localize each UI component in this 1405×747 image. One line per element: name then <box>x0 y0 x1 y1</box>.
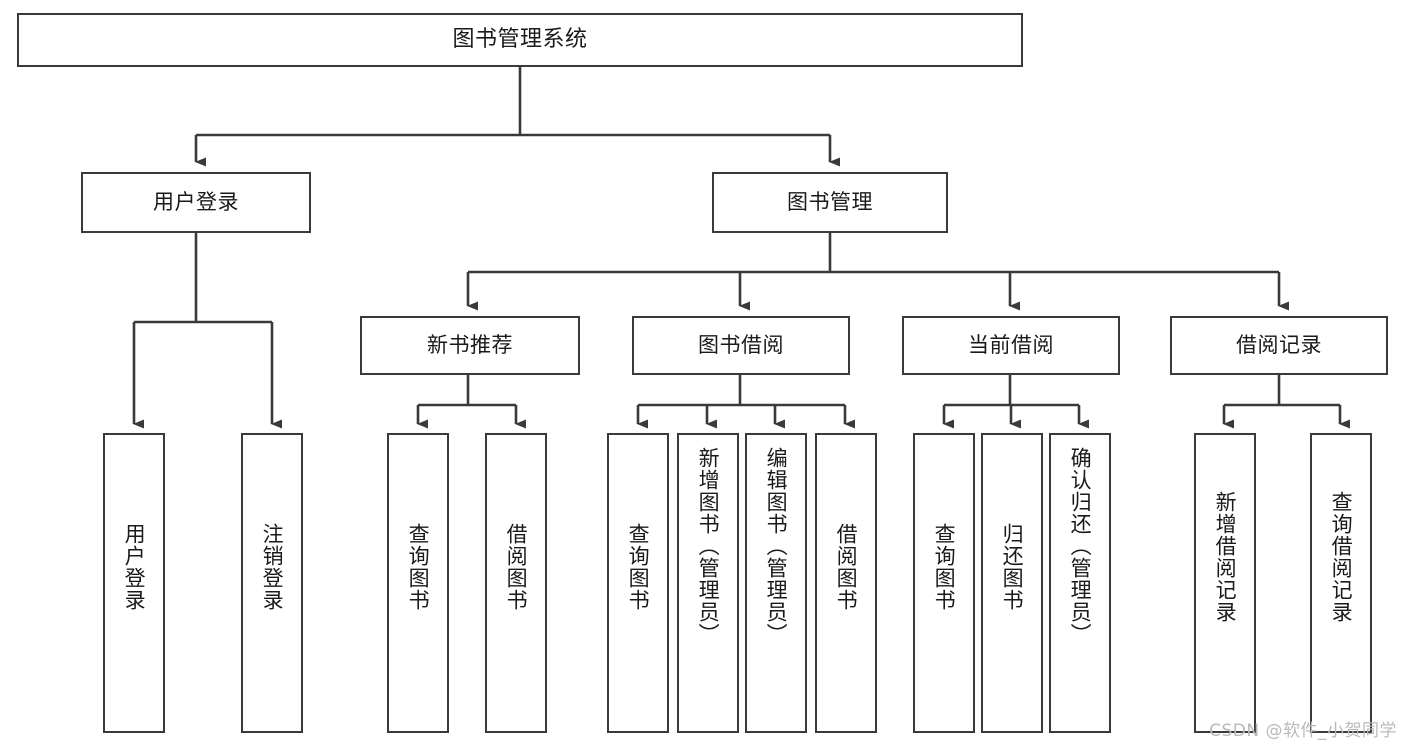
node-leaf-return-book-label: 归还图书 <box>1000 523 1025 611</box>
node-leaf-borrow-book-2-label: 借阅图书 <box>834 523 859 611</box>
node-current-borrow[interactable]: 当前借阅 <box>902 316 1120 375</box>
node-root[interactable]: 图书管理系统 <box>17 13 1023 67</box>
node-leaf-logout[interactable]: 注销登录 <box>241 433 303 733</box>
node-leaf-add-book[interactable]: 新增图书（管理员） <box>677 433 739 733</box>
node-leaf-edit-book[interactable]: 编辑图书（管理员） <box>745 433 807 733</box>
node-leaf-borrow-book-1[interactable]: 借阅图书 <box>485 433 547 733</box>
node-leaf-user-login[interactable]: 用户登录 <box>103 433 165 733</box>
node-user-login[interactable]: 用户登录 <box>81 172 311 233</box>
node-leaf-edit-book-label: 编辑图书（管理员） <box>764 447 789 645</box>
node-leaf-query-record[interactable]: 查询借阅记录 <box>1310 433 1372 733</box>
node-leaf-borrow-book-2[interactable]: 借阅图书 <box>815 433 877 733</box>
node-leaf-query-book-1[interactable]: 查询图书 <box>387 433 449 733</box>
node-leaf-logout-label: 注销登录 <box>260 523 285 611</box>
node-leaf-query-book-3-label: 查询图书 <box>932 523 957 611</box>
csdn-watermark: CSDN @软件_小贺同学 <box>1209 721 1397 741</box>
node-book-management[interactable]: 图书管理 <box>712 172 948 233</box>
node-current-borrow-label: 当前借阅 <box>968 333 1054 358</box>
node-book-borrow-label: 图书借阅 <box>698 333 784 358</box>
node-user-login-label: 用户登录 <box>153 190 239 215</box>
node-leaf-user-login-label: 用户登录 <box>122 523 147 611</box>
node-borrow-records[interactable]: 借阅记录 <box>1170 316 1388 375</box>
node-leaf-return-book[interactable]: 归还图书 <box>981 433 1043 733</box>
node-leaf-query-record-label: 查询借阅记录 <box>1329 491 1354 623</box>
node-new-book-recommend[interactable]: 新书推荐 <box>360 316 580 375</box>
node-leaf-confirm-return-label: 确认归还（管理员） <box>1068 447 1093 645</box>
node-leaf-confirm-return[interactable]: 确认归还（管理员） <box>1049 433 1111 733</box>
node-leaf-query-book-1-label: 查询图书 <box>406 523 431 611</box>
node-leaf-query-book-3[interactable]: 查询图书 <box>913 433 975 733</box>
node-book-management-label: 图书管理 <box>787 190 873 215</box>
node-leaf-query-book-2-label: 查询图书 <box>626 523 651 611</box>
node-leaf-add-book-label: 新增图书（管理员） <box>696 447 721 645</box>
node-leaf-query-book-2[interactable]: 查询图书 <box>607 433 669 733</box>
node-leaf-add-record-label: 新增借阅记录 <box>1213 491 1238 623</box>
node-new-book-recommend-label: 新书推荐 <box>427 333 513 358</box>
node-leaf-borrow-book-1-label: 借阅图书 <box>504 523 529 611</box>
node-borrow-records-label: 借阅记录 <box>1236 333 1322 358</box>
node-root-label: 图书管理系统 <box>452 27 588 53</box>
node-book-borrow[interactable]: 图书借阅 <box>632 316 850 375</box>
node-leaf-add-record[interactable]: 新增借阅记录 <box>1194 433 1256 733</box>
